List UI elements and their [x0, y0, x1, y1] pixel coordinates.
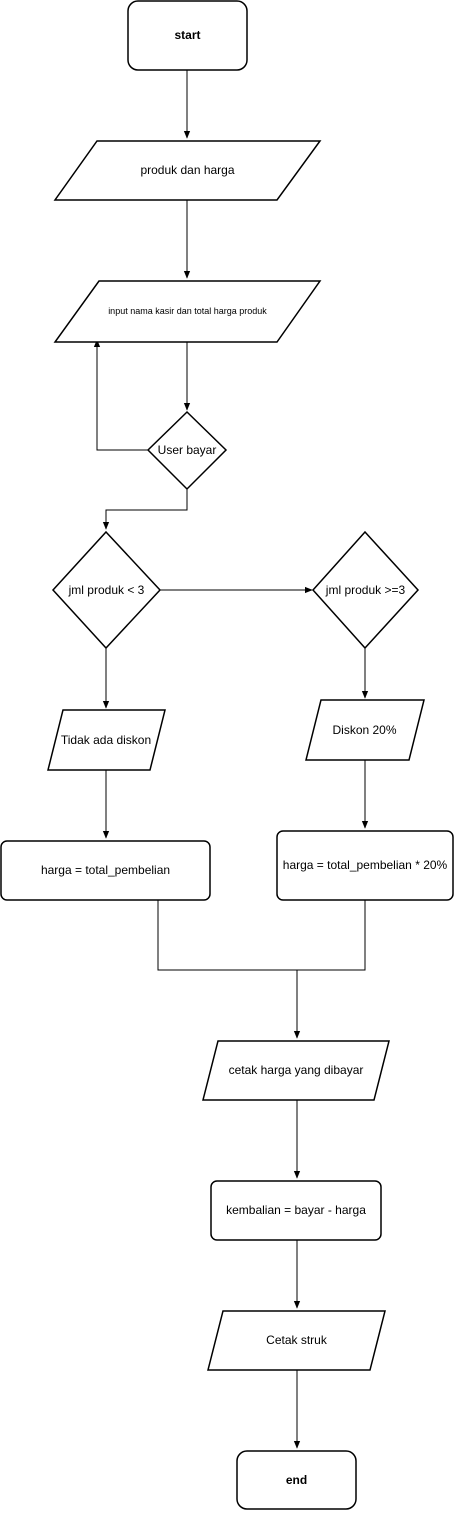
cetak-harga-label: cetak harga yang dibayar: [228, 1063, 364, 1078]
harga-total-process: [0, 840, 211, 901]
user-bayar-label: User bayar: [157, 443, 217, 458]
end-label: end: [285, 1472, 308, 1487]
edge-harga-to-merge: [157, 900, 297, 971]
edge-userbayar-loop-to-input: [93, 339, 148, 451]
jml-ge3-decision: [311, 530, 420, 650]
jml-lt3-decision: [51, 530, 162, 650]
input-io: [53, 280, 322, 343]
end-terminal: [236, 1450, 357, 1510]
start-label: start: [174, 28, 201, 43]
harga-diskon-label: harga = total_pembelian * 20%: [282, 858, 448, 873]
input-label: input nama kasir dan total harga produk: [108, 306, 267, 317]
diskon20-io: [305, 699, 425, 761]
edge-harga-diskon-to-merge: [297, 900, 366, 971]
harga-total-label: harga = total_pembelian: [40, 863, 171, 878]
jml-lt3-label: jml produk < 3: [68, 582, 145, 597]
kembalian-label: kembalian = bayar - harga: [226, 1203, 366, 1218]
produk-harga-io: [53, 140, 322, 201]
tidak-diskon-io: [47, 709, 166, 771]
user-bayar-decision: [146, 410, 228, 491]
cetak-harga-io: [202, 1040, 390, 1101]
cetak-struk-io: [207, 1310, 386, 1371]
edge-userbayar-to-jml-lt3: [102, 489, 188, 530]
jml-ge3-label: jml produk >=3: [325, 582, 406, 597]
harga-diskon-process: [276, 830, 454, 901]
tidak-diskon-label: Tidak ada diskon: [60, 732, 152, 747]
kembalian-process: [210, 1180, 382, 1241]
produk-harga-label: produk dan harga: [140, 163, 235, 178]
diskon20-label: Diskon 20%: [332, 722, 397, 737]
cetak-struk-label: Cetak struk: [266, 1333, 327, 1348]
start-terminal: [127, 0, 248, 71]
